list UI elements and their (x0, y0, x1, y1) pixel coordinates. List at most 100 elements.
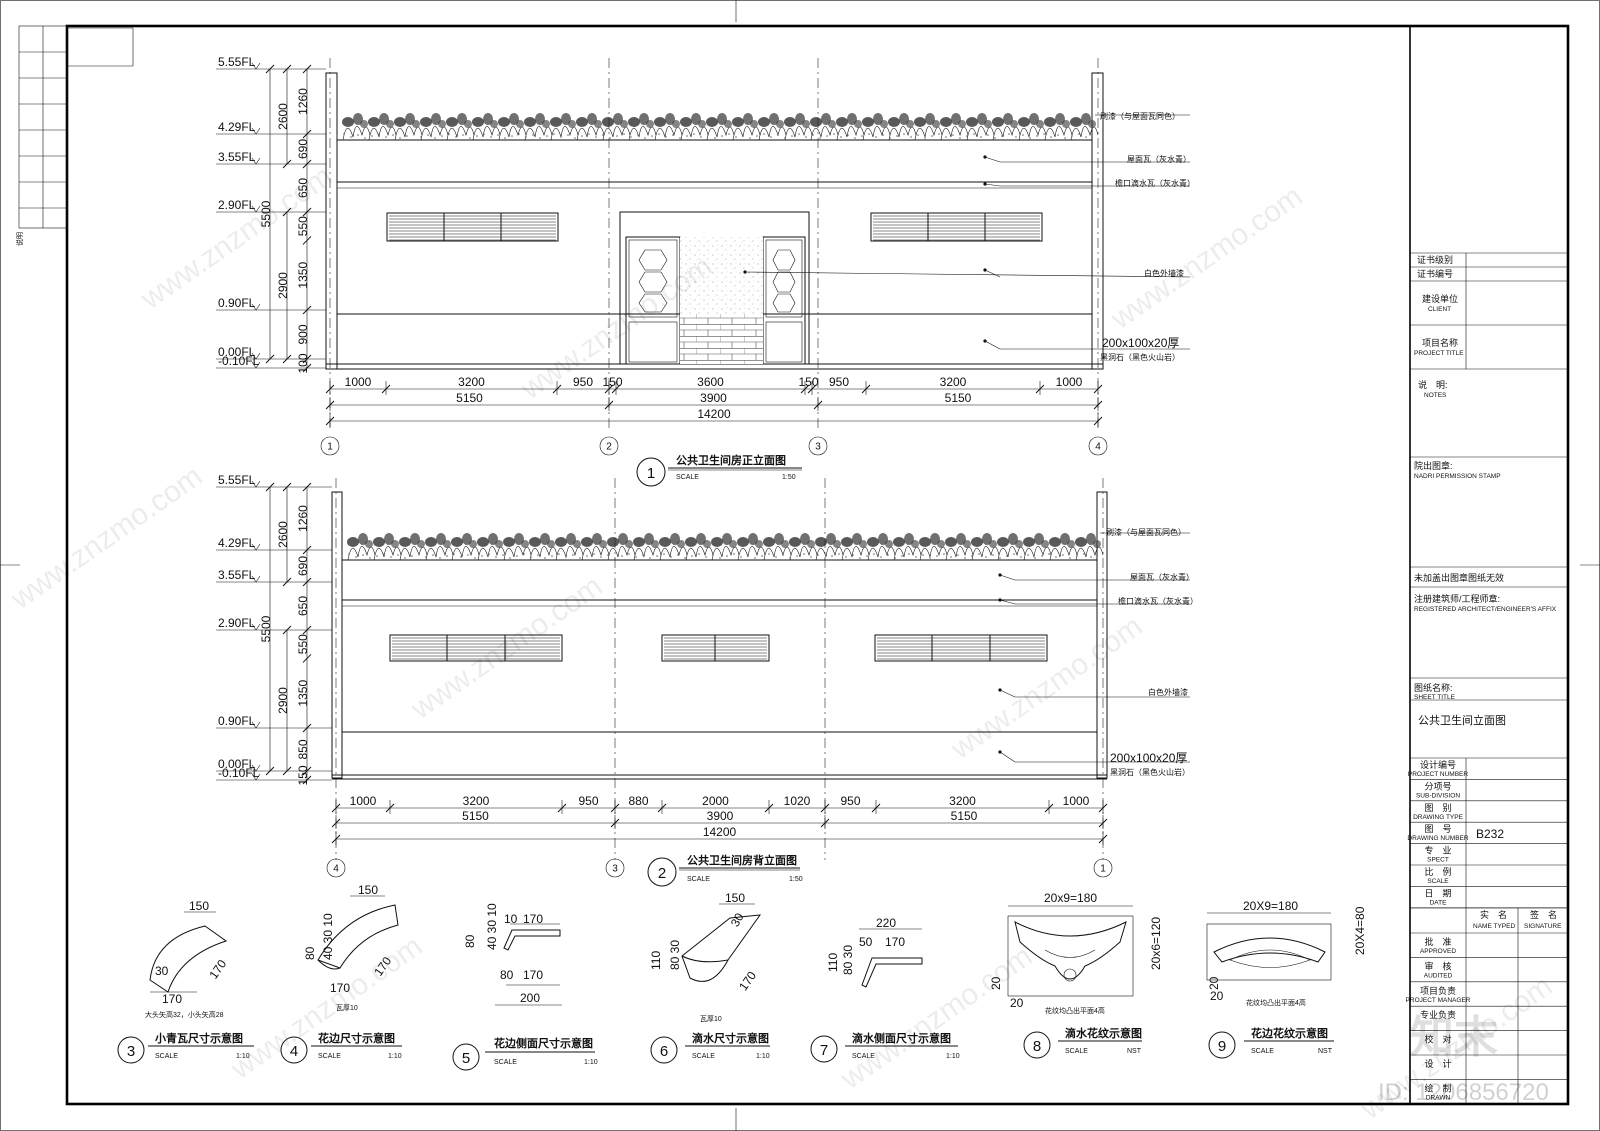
vertical-dimension: 690 (296, 556, 310, 576)
svg-text:10: 10 (504, 912, 518, 926)
svg-text:80: 80 (303, 946, 317, 960)
svg-text:20: 20 (1010, 996, 1024, 1010)
signature-row-label: 批 准 (1424, 936, 1451, 947)
svg-text:SCALE: SCALE (1427, 878, 1449, 885)
svg-text:NAME TYPED: NAME TYPED (1473, 923, 1515, 930)
titleblock-row-label: 比 例 (1424, 866, 1451, 877)
titleblock-row-label: 分项号 (1424, 781, 1451, 791)
horizontal-dimension: 5150 (945, 391, 972, 405)
svg-text:DRAWING TYPE: DRAWING TYPE (1413, 814, 1464, 821)
axis-bubble (808, 436, 828, 456)
svg-text:SCALE: SCALE (692, 1053, 715, 1060)
horizontal-dimension: 950 (573, 375, 593, 389)
svg-text:8: 8 (1033, 1038, 1041, 1055)
svg-text:20: 20 (989, 976, 1003, 990)
axis-label: 3 (815, 442, 821, 453)
svg-text:SCALE: SCALE (1065, 1048, 1088, 1055)
vertical-dimension-total: 2900 (276, 272, 290, 299)
vertical-dimension: 1350 (296, 680, 310, 707)
svg-text:170: 170 (885, 935, 905, 949)
horizontal-dimension: 5150 (462, 809, 489, 823)
note-white-paint: 白色外墙漆 (1144, 268, 1184, 278)
svg-text:花纹均凸出平面4高: 花纹均凸出平面4高 (1045, 1006, 1105, 1015)
titleblock-row-label: 图 别 (1424, 803, 1451, 813)
note-stone-size: 200x100x20厚 (1110, 751, 1187, 765)
svg-text:110: 110 (826, 953, 840, 972)
signature-row-label: 设 计 (1424, 1058, 1451, 1069)
svg-text:150: 150 (725, 891, 745, 905)
svg-text:SCALE: SCALE (155, 1053, 178, 1060)
margin-grid (18, 25, 134, 229)
axis-label: 1 (327, 442, 333, 453)
svg-text:20X4=80: 20X4=80 (1353, 906, 1367, 955)
svg-text:3: 3 (127, 1043, 135, 1060)
cert-no-label: 证书编号 (1417, 268, 1453, 279)
horizontal-dimension: 1000 (345, 375, 372, 389)
level-label: 0.00FL (218, 345, 256, 359)
horizontal-dimension: 3200 (940, 375, 967, 389)
sheet-title-label: 图纸名称: (1414, 682, 1453, 693)
project-label: 项目名称 (1422, 337, 1458, 348)
svg-text:170: 170 (206, 957, 229, 982)
svg-text:SCALE: SCALE (676, 474, 699, 481)
vertical-dimension: 690 (296, 139, 310, 159)
svg-text:花边花纹示意图: 花边花纹示意图 (1251, 1026, 1328, 1040)
stamp-label: 院出图章: (1414, 460, 1453, 471)
svg-text:150: 150 (358, 883, 378, 897)
sheet-title: 公共卫生间立面图 (1418, 713, 1506, 727)
svg-text:SCALE: SCALE (687, 876, 710, 883)
svg-text:40 30 10: 40 30 10 (321, 913, 335, 960)
svg-text:40 30 10: 40 30 10 (485, 903, 499, 950)
svg-text:PROJECT TITLE: PROJECT TITLE (1414, 350, 1464, 357)
svg-text:170: 170 (162, 992, 182, 1006)
svg-text:REGISTERED ARCHITECT/ENGINEER': REGISTERED ARCHITECT/ENGINEER'S AFFIX (1414, 606, 1557, 613)
architect-label: 注册建筑师/工程师章: (1414, 593, 1500, 604)
svg-text:1:10: 1:10 (946, 1053, 960, 1060)
svg-text:30: 30 (728, 910, 747, 929)
vertical-dimension: 650 (296, 596, 310, 616)
svg-text:SCALE: SCALE (494, 1059, 517, 1066)
svg-text:7: 7 (820, 1042, 828, 1059)
elevation-back: 刷漆（与屋面瓦同色） 屋面瓦（灰水青） 檐口滴水瓦（灰水青） 白色外墙漆 200… (331, 478, 1198, 860)
svg-text:1:10: 1:10 (236, 1053, 250, 1060)
vertical-dimension-total: 2600 (276, 103, 290, 130)
svg-text:PROJECT NUMBER: PROJECT NUMBER (1408, 771, 1468, 778)
signature-row-label: 绘 制 (1424, 1082, 1451, 1093)
horizontal-dimension: 150 (798, 375, 818, 389)
vertical-dimension: 550 (296, 216, 310, 236)
axis-label: 2 (606, 442, 612, 453)
horizontal-dimension: 950 (578, 794, 598, 808)
svg-text:APPROVED: APPROVED (1420, 948, 1456, 955)
axis-bubble (605, 858, 625, 878)
svg-text:50: 50 (859, 935, 873, 949)
svg-text:DRAWN: DRAWN (1426, 1094, 1451, 1101)
note-white-paint: 白色外墙漆 (1148, 687, 1188, 697)
note-paint: 刷漆（与屋面瓦同色） (1106, 527, 1186, 537)
svg-text:20x6=120: 20x6=120 (1149, 917, 1163, 970)
horizontal-dimension: 880 (628, 794, 648, 808)
svg-text:9: 9 (1218, 1038, 1226, 1055)
horizontal-dimension: 2000 (702, 794, 729, 808)
svg-text:20: 20 (1207, 976, 1221, 990)
svg-text:SUB-DIVISION: SUB-DIVISION (1416, 792, 1460, 799)
axis-bubble (320, 436, 340, 456)
vertical-dimension: 1260 (296, 505, 310, 532)
elevation-front: 刷漆（与屋面瓦同色） 屋面瓦（灰水青） 檐口滴水瓦（灰水青） 白色外墙漆 200… (325, 58, 1195, 430)
detail-5-flower-side: 10 170 80 40 30 10 80 170 200 5 花边侧面尺寸示意… (452, 903, 598, 1071)
detail-7-drip-side: 220 50 170 110 80 30 7 滴水侧面尺寸示意图 SCALE 1… (810, 916, 960, 1063)
horizontal-dimension: 14200 (703, 825, 737, 839)
notes-label: 说 明: (1418, 379, 1448, 390)
horizontal-dimension: 3200 (463, 794, 490, 808)
horizontal-dimension: 1020 (784, 794, 811, 808)
level-label: 5.55FL (218, 473, 256, 487)
svg-text:1:10: 1:10 (584, 1059, 598, 1066)
svg-text:80 30: 80 30 (841, 945, 855, 975)
note-roof-tile: 屋面瓦（灰水青） (1127, 154, 1191, 164)
horizontal-dimension: 150 (602, 375, 622, 389)
svg-text:www.znzmo.com: www.znzmo.com (1104, 180, 1308, 337)
svg-text:6: 6 (660, 1043, 668, 1060)
svg-text:AUDITED: AUDITED (1424, 972, 1453, 979)
horizontal-dimension: 3200 (458, 375, 485, 389)
elevation-back-title: 2 公共卫生间房背立面图 SCALE 1:50 (647, 853, 803, 887)
